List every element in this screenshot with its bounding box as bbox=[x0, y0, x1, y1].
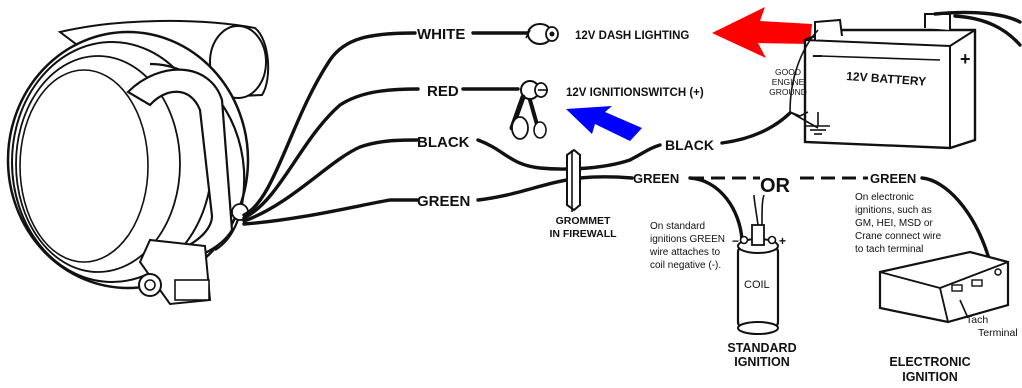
standard-ignition-label-line2: IGNITION bbox=[734, 355, 790, 369]
green-coil-wire-label: GREEN bbox=[633, 171, 679, 186]
battery-plus-sign: + bbox=[960, 49, 971, 69]
ground-label-line2: ENGINE bbox=[772, 77, 805, 87]
standard-note-line4: coil negative (-). bbox=[650, 260, 721, 271]
dash-lighting-label: 12V DASH LIGHTING bbox=[575, 30, 689, 42]
gauge-wires bbox=[242, 31, 420, 226]
battery-positive-cable bbox=[953, 14, 1022, 47]
green-wire-through-grommet bbox=[476, 175, 634, 202]
battery-icon bbox=[803, 13, 977, 150]
ignition-key-icon bbox=[509, 80, 548, 140]
battery-label: 12V BATTERY bbox=[846, 69, 927, 89]
coil-plus-sign: + bbox=[779, 234, 786, 248]
red-wire-label: RED bbox=[427, 83, 459, 100]
electronic-note-line3: GM, HEI, MSD or bbox=[855, 218, 933, 229]
electronic-note-line2: ignitions, such as bbox=[855, 205, 932, 216]
tach-terminal-pointer bbox=[959, 299, 969, 319]
red-arrow bbox=[712, 7, 812, 58]
green-wire-to-electronic bbox=[920, 176, 992, 264]
black-ground-wire-label: BLACK bbox=[665, 137, 714, 153]
tach-terminal-line2: Terminal bbox=[978, 327, 1018, 339]
coil-minus-sign: − bbox=[732, 234, 739, 248]
dash-light-bulb-icon bbox=[525, 23, 559, 45]
standard-note-line2: ignitions GREEN bbox=[650, 234, 725, 245]
electronic-note-line1: On electronic bbox=[855, 192, 914, 203]
electronic-ignition-label-line1: ELECTRONIC bbox=[889, 355, 970, 369]
ground-label-line3: GROUND bbox=[769, 87, 807, 97]
ignition-switch-label: 12V IGNITIONSWITCH (+) bbox=[566, 87, 704, 99]
black-wire-label: BLACK bbox=[417, 134, 470, 151]
green-electronic-wire-label: GREEN bbox=[870, 171, 916, 186]
ground-label-line1: GOOD bbox=[775, 67, 801, 77]
ground-symbol-icon bbox=[789, 111, 830, 135]
electronic-note-line4: Crane connect wire bbox=[855, 231, 942, 242]
ignition-coil-icon bbox=[736, 194, 780, 335]
green-wire-label: GREEN bbox=[417, 193, 470, 210]
electronic-ignition-label-line2: IGNITION bbox=[902, 370, 958, 384]
tachometer-gauge bbox=[6, 19, 270, 306]
standard-note-line3: wire attaches to bbox=[649, 247, 720, 258]
electronic-ignition-module-icon bbox=[878, 250, 1010, 324]
blue-arrow bbox=[566, 106, 642, 141]
white-wire-label: WHITE bbox=[417, 26, 465, 43]
grommet-label-line1: GROMMET bbox=[556, 215, 611, 227]
battery-ground-strap bbox=[789, 29, 819, 113]
standard-note-line1: On standard bbox=[650, 221, 705, 232]
grommet-icon bbox=[566, 148, 581, 212]
grommet-label-line2: IN FIREWALL bbox=[549, 228, 617, 240]
electronic-note-line5: to tach terminal bbox=[855, 244, 923, 255]
coil-label: COIL bbox=[744, 279, 770, 291]
or-label: OR bbox=[760, 175, 791, 197]
battery-minus-sign: − bbox=[812, 46, 823, 66]
tach-terminal-line1: Tach bbox=[966, 314, 988, 326]
standard-ignition-label-line1: STANDARD bbox=[727, 341, 796, 355]
black-wire-to-ground bbox=[720, 111, 792, 145]
battery-positive-cable-2 bbox=[933, 10, 1022, 24]
